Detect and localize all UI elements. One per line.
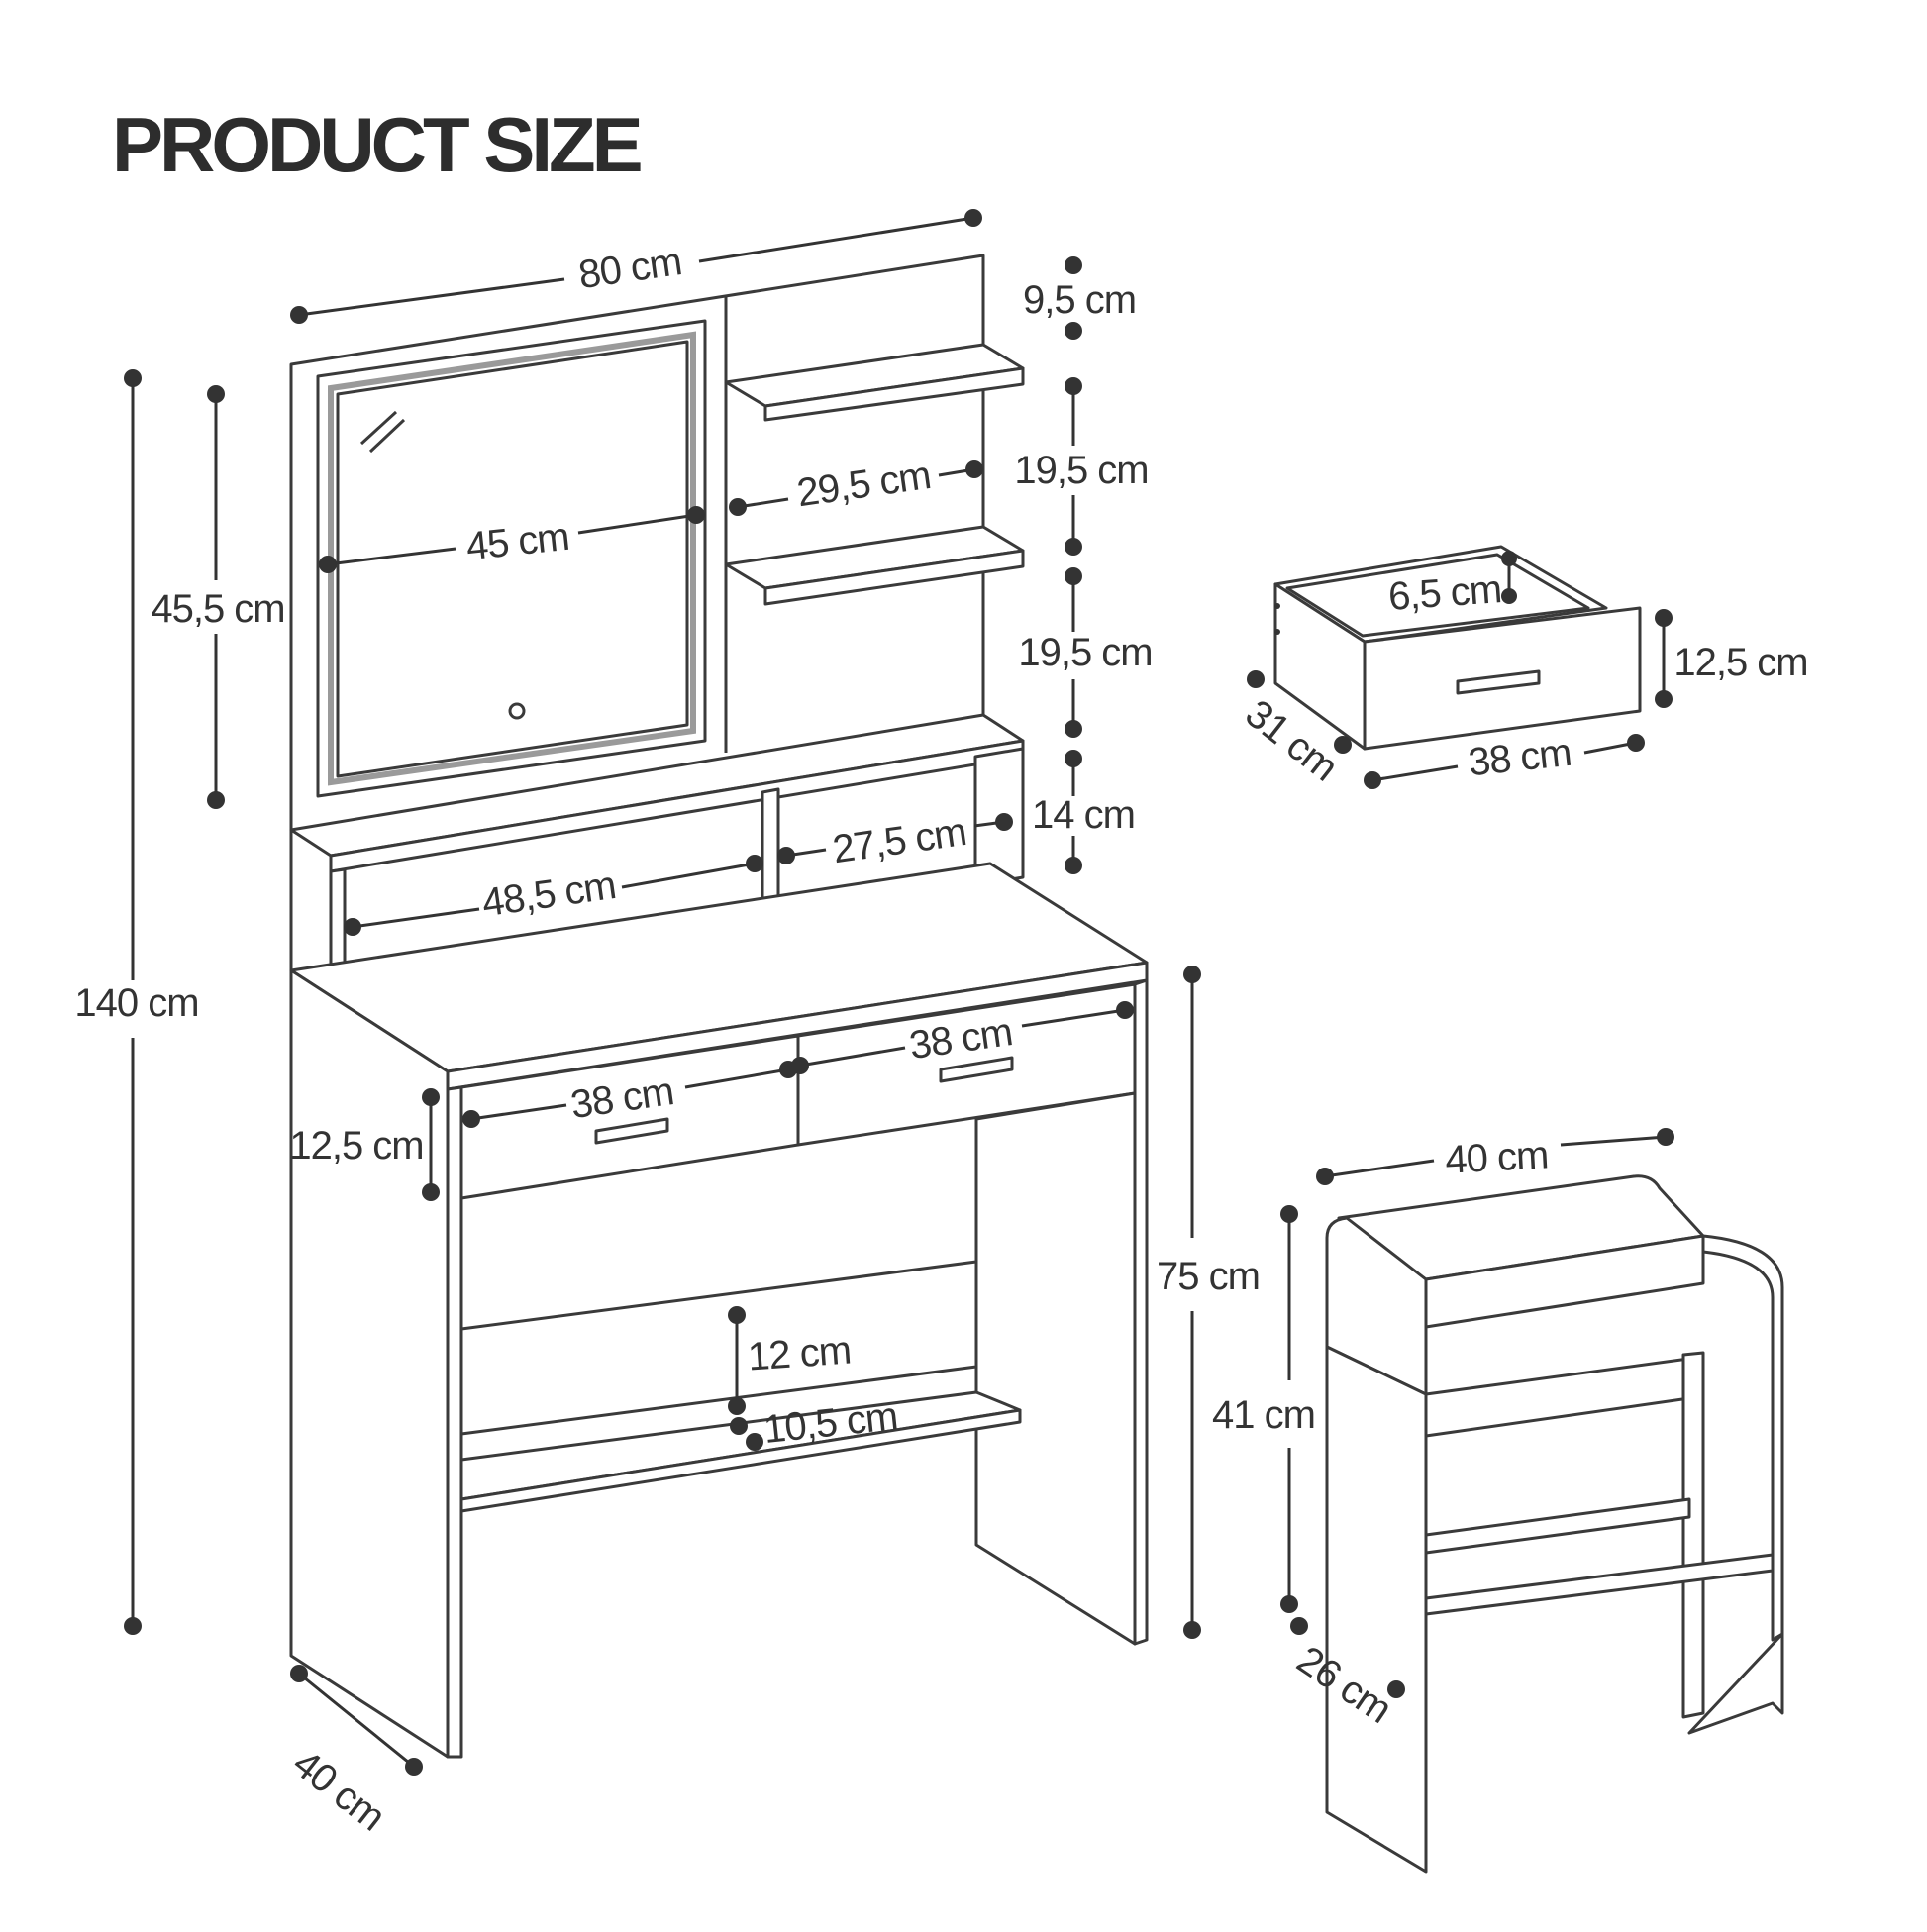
- drawer-detail-drawing: [1273, 545, 1642, 751]
- label-drawer-height: 12,5 cm: [289, 1124, 423, 1168]
- label-table-height: 75 cm: [1157, 1255, 1260, 1298]
- label-shelf-gap-1: 19,5 cm: [1014, 449, 1148, 492]
- label-mirror-width: 45 cm: [464, 515, 571, 569]
- label-drawer-inner-height: 6,5 cm: [1387, 567, 1503, 619]
- page-title: PRODUCT SIZE: [112, 101, 641, 188]
- label-hutch-height: 14 cm: [1032, 793, 1135, 837]
- label-table-depth: 40 cm: [285, 1741, 393, 1839]
- label-lower-gap: 12 cm: [747, 1328, 853, 1378]
- vanity-table-drawing: [289, 254, 1149, 1759]
- label-total-width: 80 cm: [576, 240, 684, 297]
- label-total-height: 140 cm: [74, 981, 198, 1025]
- dimension-labels: 80 cm 9,5 cm 19,5 cm 19,5 cm 14 cm 45,5 …: [74, 240, 1808, 1839]
- label-stool-width: 40 cm: [1444, 1133, 1549, 1181]
- label-shelf-gap-2: 19,5 cm: [1018, 631, 1152, 674]
- dimension-lines: [124, 209, 1674, 1776]
- stool-drawing: [1325, 1174, 1784, 1874]
- label-stool-height: 41 cm: [1212, 1393, 1315, 1437]
- label-drawer-detail-width: 38 cm: [1467, 731, 1573, 785]
- label-mirror-height: 45,5 cm: [151, 587, 284, 631]
- label-drawer-detail-height: 12,5 cm: [1673, 641, 1807, 684]
- label-top-gap: 9,5 cm: [1023, 278, 1136, 322]
